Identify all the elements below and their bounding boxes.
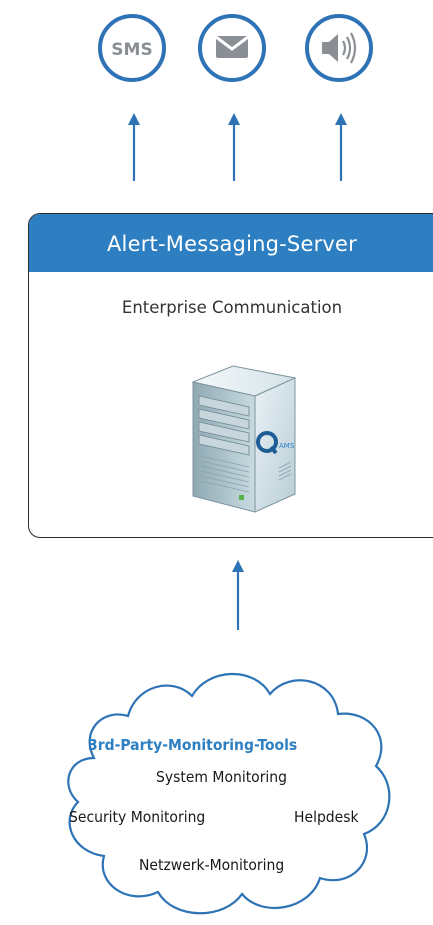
sms-label: SMS: [111, 40, 152, 60]
arrow-up-to-sms: [128, 113, 140, 181]
arrow-up-to-email: [228, 113, 240, 181]
ams-logo-text: AMS: [279, 442, 295, 450]
server-tower-icon: AMS: [191, 365, 297, 513]
server-subtitle: Enterprise Communication: [121, 298, 343, 317]
arrow-up-to-speaker: [335, 113, 347, 181]
server-header-bar: Alert-Messaging-Server: [29, 214, 433, 272]
cloud-title: 3rd-Party-Monitoring-Tools: [88, 736, 298, 754]
email-channel-icon: [198, 14, 266, 82]
server-title: Alert-Messaging-Server: [106, 232, 357, 256]
system-monitoring-label: System Monitoring: [156, 768, 288, 786]
arrow-up-to-server: [232, 560, 244, 630]
monitoring-tools-cloud: [67, 672, 391, 915]
security-monitoring-label: Security Monitoring: [69, 808, 206, 826]
sms-channel-icon: SMS: [98, 14, 166, 82]
netzwerk-monitoring-label: Netzwerk-Monitoring: [139, 856, 285, 874]
speaker-channel-icon: [305, 14, 373, 82]
helpdesk-label: Helpdesk: [294, 808, 359, 826]
alert-messaging-server-box: Alert-Messaging-Server Enterprise Commun…: [28, 213, 433, 538]
